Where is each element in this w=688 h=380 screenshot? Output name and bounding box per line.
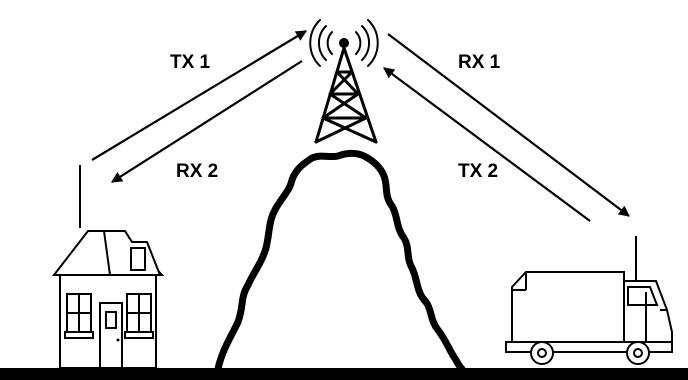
arrow-tx2 xyxy=(383,67,591,222)
arrow-rx2 xyxy=(111,60,303,183)
arrow-tx1 xyxy=(91,30,307,161)
ground-line xyxy=(0,368,688,380)
label-tx2: TX 2 xyxy=(458,161,498,182)
radio-tower-icon xyxy=(309,19,379,144)
mountain-icon xyxy=(214,149,466,373)
label-tx1: TX 1 xyxy=(170,52,211,73)
truck-icon xyxy=(505,236,673,365)
label-rx2: RX 2 xyxy=(176,161,218,182)
arrow-rx1 xyxy=(387,33,630,217)
label-rx1: RX 1 xyxy=(458,52,501,73)
house-icon xyxy=(51,165,165,369)
